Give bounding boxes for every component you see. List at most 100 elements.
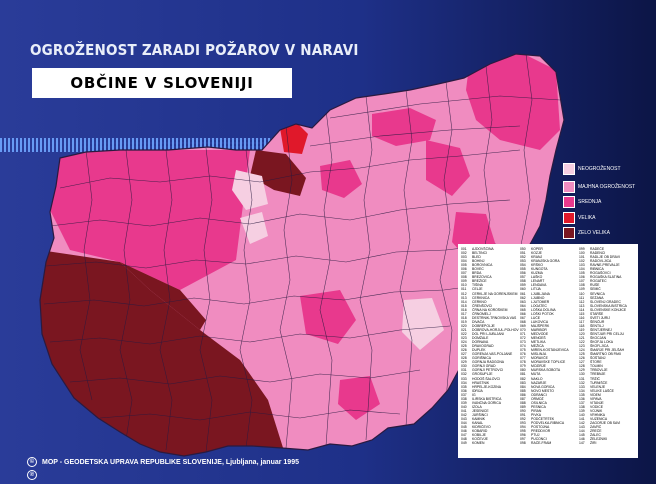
municipality-number: 139 bbox=[579, 408, 585, 413]
municipality-name: MIREN-KOSTANJEVICA bbox=[531, 348, 569, 353]
municipality-number: 026 bbox=[461, 348, 467, 353]
municipality-number: 039 bbox=[461, 400, 467, 405]
municipality-name: CERKNICA bbox=[472, 295, 490, 300]
municipality-name: IZOLA bbox=[472, 404, 482, 409]
municipality-name: JESENICE bbox=[472, 408, 489, 413]
municipality-name: MORAVČE bbox=[531, 356, 548, 361]
municipality-name: ROGAŠOVCI bbox=[590, 271, 611, 276]
municipality-name: RAČE-FRAM bbox=[531, 441, 552, 446]
municipality-name: ŠMARTNO OB PAKI bbox=[590, 352, 622, 357]
municipality-number: 063 bbox=[520, 299, 526, 304]
municipality-number: 037 bbox=[461, 392, 467, 397]
credit-text: MOP - GEODETSKA UPRAVA REPUBLIKE SLOVENI… bbox=[42, 458, 299, 466]
municipality-number: 104 bbox=[579, 267, 585, 272]
municipality-number: 112 bbox=[579, 299, 585, 304]
municipality-name: PODVELKA-RIBNICA bbox=[531, 421, 565, 426]
municipality-name: LENDAVA bbox=[531, 283, 547, 288]
municipality-name: RIBNICA bbox=[590, 267, 604, 272]
municipality-name: ŽIRI bbox=[590, 441, 597, 446]
municipality-number: 081 bbox=[520, 372, 526, 377]
municipality-number: 018 bbox=[461, 315, 467, 320]
municipality-number: 038 bbox=[461, 396, 467, 401]
municipality-name: VRHNIKA bbox=[590, 412, 606, 417]
municipality-number: 061 bbox=[520, 291, 526, 296]
municipality-name: MURSKA SOBOTA bbox=[531, 368, 561, 373]
legend-label: VELIKA bbox=[578, 215, 596, 221]
municipality-number: 032 bbox=[461, 372, 467, 377]
list-item: 018 DESTRNIK-TRNOVSKA VAS bbox=[461, 316, 519, 320]
municipality-number: 067 bbox=[520, 315, 526, 320]
municipality-number: 050 bbox=[520, 247, 526, 251]
municipality-name: KRŠKO bbox=[531, 263, 543, 268]
municipality-name: DRAVOGRAD bbox=[472, 344, 494, 349]
municipality-name: VODICE bbox=[590, 404, 603, 409]
municipality-name: VELIKE LAŠČE bbox=[590, 388, 614, 393]
municipality-number: 075 bbox=[520, 348, 526, 353]
legend-label: MAJHNA OGROŽENOST bbox=[578, 184, 636, 190]
municipality-number: 141 bbox=[579, 416, 585, 421]
municipality-name: PTUJ bbox=[531, 433, 540, 438]
municipality-number: 012 bbox=[461, 291, 467, 296]
municipality-name: LUKOVICA bbox=[531, 319, 549, 324]
municipality-number: 029 bbox=[461, 360, 467, 365]
municipality-number: 036 bbox=[461, 388, 467, 393]
municipality-number: 057 bbox=[520, 275, 526, 280]
haloze-medium-region bbox=[426, 140, 470, 196]
list-item: 032 GROSUPLJE bbox=[461, 372, 519, 376]
municipality-name: SEŽANA bbox=[590, 295, 604, 300]
municipality-name: GROSUPLJE bbox=[472, 372, 493, 377]
credit-line: © MOP - GEODETSKA UPRAVA REPUBLIKE SLOVE… bbox=[27, 457, 299, 467]
municipality-number: 015 bbox=[461, 303, 467, 308]
municipality-name: HODOŠ ŠALOVCI bbox=[472, 376, 501, 381]
municipality-number: 091 bbox=[520, 412, 526, 417]
municipality-number: 021 bbox=[461, 327, 467, 332]
municipality-name: IG bbox=[472, 392, 476, 397]
southern-medium-region bbox=[300, 290, 356, 344]
municipality-name: ŠMARJE PRI JELŠAH bbox=[590, 348, 625, 353]
municipality-name: DESTRNIK-TRNOVSKA VAS bbox=[472, 315, 517, 320]
municipality-name: PODČETRTEK bbox=[531, 416, 555, 421]
municipality-number: 130 bbox=[579, 372, 585, 377]
municipality-number: 121 bbox=[579, 336, 585, 341]
municipality-name: JURŠINCI bbox=[472, 412, 488, 417]
municipality-number: 008 bbox=[461, 275, 467, 280]
municipality-number: 017 bbox=[461, 311, 467, 316]
municipality-number: 083 bbox=[520, 380, 526, 385]
municipality-number: 096 bbox=[520, 433, 526, 438]
municipality-name: LAŠKO bbox=[531, 275, 543, 280]
municipality-name: PIRAN bbox=[531, 408, 542, 413]
municipality-number: 087 bbox=[520, 396, 526, 401]
municipality-number: 106 bbox=[579, 275, 585, 280]
municipality-number: 146 bbox=[579, 437, 585, 442]
municipality-name: MISLINJA bbox=[531, 352, 547, 357]
